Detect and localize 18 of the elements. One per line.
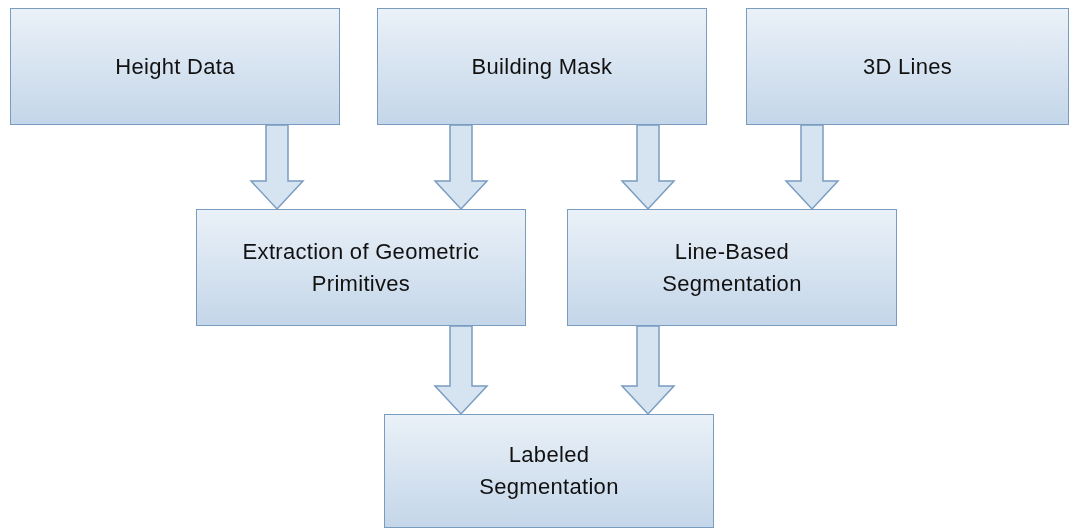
block-arrow: [433, 325, 489, 416]
block-arrow: [249, 124, 305, 211]
process-box: [746, 8, 1069, 125]
process-box: [10, 8, 340, 125]
box-label: 3D Lines: [862, 52, 953, 81]
process-box: [567, 209, 897, 326]
box-label: Building Mask: [471, 52, 613, 81]
box-label: Line-Based Segmentation: [661, 237, 803, 298]
process-box: [196, 209, 526, 326]
box-label: Height Data: [115, 52, 235, 81]
process-box: [377, 8, 707, 125]
block-arrow: [433, 124, 489, 211]
block-arrow: [620, 325, 676, 416]
box-label: Labeled Segmentation: [478, 441, 620, 501]
block-arrow: [620, 124, 676, 211]
box-label: Extraction of Geometric Primitives: [241, 237, 481, 298]
block-arrow: [784, 124, 840, 211]
process-box: [384, 414, 714, 528]
